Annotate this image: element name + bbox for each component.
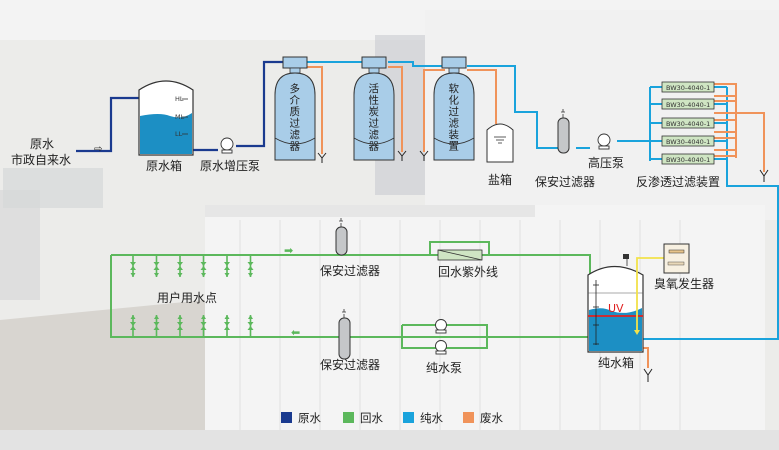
high-pressure-pump-icon[interactable] bbox=[597, 133, 611, 150]
user-points-label: 用户用水点 bbox=[157, 290, 217, 305]
pure-water-pipes bbox=[307, 61, 779, 340]
ozone-line bbox=[636, 257, 664, 330]
legend-item: 纯水 bbox=[403, 411, 443, 425]
ro-membrane-model: BW30-4040-1 bbox=[666, 156, 710, 164]
pure-pump-label: 纯水泵 bbox=[426, 361, 462, 375]
user-points bbox=[130, 255, 254, 337]
user-point-valve[interactable] bbox=[224, 255, 230, 277]
pure-tank-label: 纯水箱 bbox=[598, 355, 634, 370]
svg-text:ML: ML bbox=[175, 113, 185, 121]
pure-water-pumps[interactable] bbox=[435, 319, 447, 355]
legend-label: 回水 bbox=[360, 411, 383, 425]
user-point-valve[interactable] bbox=[153, 315, 160, 337]
waste-water-pipes bbox=[307, 66, 765, 368]
ro-membrane[interactable]: BW30-4040-1 bbox=[661, 98, 715, 110]
security-filter-return-label: 保安过滤器 bbox=[320, 263, 380, 278]
flow-arrow-right-icon: ➡ bbox=[284, 244, 293, 257]
security-filter-1-label: 保安过滤器 bbox=[535, 174, 595, 189]
svg-text:HL: HL bbox=[175, 95, 184, 103]
uv-label: UV bbox=[608, 302, 624, 315]
source-label-line1: 原水 bbox=[30, 137, 54, 151]
filter-label-char: 过 bbox=[290, 117, 301, 130]
user-point-valve[interactable] bbox=[130, 255, 136, 277]
filter-label-char: 软 bbox=[449, 82, 460, 95]
filter-label-char: 置 bbox=[449, 141, 460, 153]
ro-membrane-model: BW30-4040-1 bbox=[666, 138, 710, 146]
filter-label-char: 性 bbox=[369, 94, 380, 107]
raw-booster-pump-icon[interactable] bbox=[220, 137, 234, 154]
filter-label-char: 化 bbox=[449, 94, 460, 107]
user-point-valve[interactable] bbox=[177, 315, 183, 337]
ro-membrane-model: BW30-4040-1 bbox=[666, 120, 710, 128]
salt-tank-label: 盐箱 bbox=[488, 172, 512, 187]
ro-membrane-model: BW30-4040-1 bbox=[666, 101, 710, 109]
legend-label: 原水 bbox=[298, 411, 321, 425]
drain-icons bbox=[317, 150, 769, 382]
security-filter-supply[interactable] bbox=[338, 309, 351, 360]
legend-swatch bbox=[281, 412, 292, 423]
svg-text:LL: LL bbox=[175, 130, 183, 138]
ro-membrane[interactable]: BW30-4040-1 bbox=[661, 153, 715, 165]
ro-membrane-model: BW30-4040-1 bbox=[666, 84, 710, 92]
ozone-generator[interactable] bbox=[663, 243, 690, 274]
hp-pump-label: 高压泵 bbox=[588, 155, 624, 170]
ro-membrane[interactable]: BW30-4040-1 bbox=[661, 135, 715, 147]
legend-swatch bbox=[463, 412, 474, 423]
filter-label-char: 滤 bbox=[290, 128, 301, 141]
ozone-outlet-icon bbox=[634, 330, 640, 335]
filter-label-char: 炭 bbox=[369, 106, 380, 118]
ozone-label: 臭氧发生器 bbox=[654, 276, 714, 291]
salt-tank[interactable] bbox=[486, 123, 514, 163]
legend: 原水 回水 纯水 废水 bbox=[281, 411, 503, 425]
legend-item: 废水 bbox=[463, 411, 503, 425]
legend-label: 废水 bbox=[480, 411, 503, 425]
booster-pump-label: 原水增压泵 bbox=[200, 159, 260, 173]
user-point-valve[interactable] bbox=[247, 255, 254, 277]
return-water-pipes bbox=[110, 241, 591, 349]
ro-membrane[interactable]: BW30-4040-1 bbox=[661, 81, 715, 93]
filter-label-char: 滤 bbox=[369, 128, 380, 141]
security-filter-return[interactable] bbox=[335, 218, 348, 256]
filter-label-char: 活 bbox=[369, 83, 380, 95]
ro-membrane[interactable]: BW30-4040-1 bbox=[661, 117, 715, 129]
pure-water-tank[interactable]: UV bbox=[587, 254, 644, 353]
security-filter-supply-label: 保安过滤器 bbox=[320, 357, 380, 372]
user-point-valve[interactable] bbox=[247, 315, 254, 337]
legend-label: 纯水 bbox=[420, 411, 443, 425]
ro-label: 反渗透过滤装置 bbox=[636, 174, 720, 189]
raw-water-pipes bbox=[76, 60, 284, 153]
filter-label-char: 装 bbox=[449, 128, 460, 141]
filter-label-char: 多 bbox=[290, 82, 301, 95]
source-label-line2: 市政自来水 bbox=[11, 152, 71, 167]
user-point-valve[interactable] bbox=[153, 255, 160, 277]
flow-arrow-left-icon: ⬅ bbox=[291, 326, 300, 339]
filter-label-char: 滤 bbox=[449, 117, 460, 130]
filter-label-char: 器 bbox=[369, 141, 380, 153]
security-filter-1[interactable] bbox=[557, 109, 570, 154]
filter-label-char: 介 bbox=[290, 95, 301, 107]
legend-swatch bbox=[343, 412, 354, 423]
uv-return-label: 回水紫外线 bbox=[438, 265, 498, 279]
user-point-valve[interactable] bbox=[224, 315, 230, 337]
inlet-arrow-icon: ⇨ bbox=[94, 144, 102, 155]
filter-label-char: 质 bbox=[290, 106, 301, 118]
filter-label-char: 器 bbox=[290, 141, 301, 153]
return-uv-sterilizer[interactable] bbox=[437, 249, 483, 261]
filter-label-char: 过 bbox=[369, 117, 380, 130]
legend-item: 回水 bbox=[343, 411, 383, 425]
raw-water-tank[interactable]: HL ML LL bbox=[138, 80, 194, 156]
legend-item: 原水 bbox=[281, 411, 321, 425]
user-point-valve[interactable] bbox=[177, 255, 183, 277]
user-point-valve[interactable] bbox=[130, 315, 136, 337]
legend-swatch bbox=[403, 412, 414, 423]
filter-label-char: 过 bbox=[449, 105, 460, 118]
raw-tank-label: 原水箱 bbox=[146, 158, 182, 173]
user-point-valve[interactable] bbox=[200, 315, 207, 337]
user-point-valve[interactable] bbox=[200, 255, 207, 277]
